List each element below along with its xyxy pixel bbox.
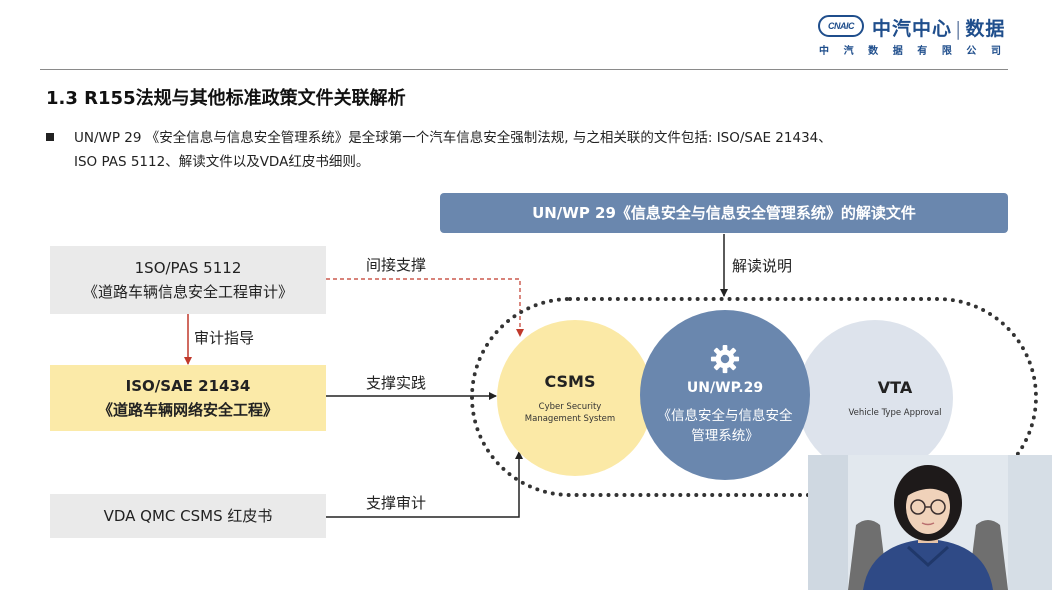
indirect-support-label: 间接支撑 xyxy=(366,256,427,274)
sae-box-line-1: ISO/SAE 21434 xyxy=(125,377,251,395)
brand-sub-char: 有 xyxy=(917,46,928,57)
brand-name-main: 中汽中心 xyxy=(872,18,953,40)
indirect-support-arrow xyxy=(326,278,524,337)
un-wp29-line-1: 《信息安全与信息安全 xyxy=(657,408,793,424)
header-divider xyxy=(40,69,1008,70)
brand-name-suffix: 数据 xyxy=(965,18,1006,40)
support-practice-label: 支撑实践 xyxy=(366,374,427,392)
pas-box-line-2: 《道路车辆信息安全工程审计》 xyxy=(82,283,293,301)
intro-paragraph: UN/WP 29 《安全信息与信息安全管理系统》是全球第一个汽车信息安全强制法规… xyxy=(74,126,1004,174)
intro-line-2: ISO PAS 5112、解读文件以及VDA红皮书细则。 xyxy=(74,154,370,170)
vta-content: VTA Vehicle Type Approval xyxy=(848,378,941,419)
support-audit-label: 支撑审计 xyxy=(366,494,427,512)
brand-logo-badge: CNAIC xyxy=(818,15,864,37)
brand-sub-char: 司 xyxy=(990,46,1001,57)
brand-sub-char: 限 xyxy=(941,46,952,57)
presenter-image xyxy=(808,455,1052,590)
csms-subtitle-line-1: Cyber Security xyxy=(538,401,602,412)
intro-line-1: UN/WP 29 《安全信息与信息安全管理系统》是全球第一个汽车信息安全强制法规… xyxy=(74,130,832,146)
regulation-group-ring xyxy=(470,297,1038,497)
vta-title: VTA xyxy=(877,377,913,397)
un-wp29-line-2: 管理系统》 xyxy=(691,428,759,444)
un-wp29-description: 《信息安全与信息安全 管理系统》 xyxy=(658,406,793,446)
brand-sub-char: 数 xyxy=(868,46,879,57)
brand-sub-char: 公 xyxy=(966,46,977,57)
audit-guidance-label: 审计指导 xyxy=(194,329,255,347)
iso-pas-5112-box: 1SO/PAS 5112 《道路车辆信息安全工程审计》 xyxy=(50,246,326,314)
un-wp29-title: UN/WP.29 xyxy=(686,380,764,396)
brand-sub-char: 据 xyxy=(892,46,903,57)
csms-circle: CSMS Cyber Security Management System xyxy=(497,320,653,476)
csms-subtitle-line-2: Management System xyxy=(524,413,616,424)
brand-sub-char: 汽 xyxy=(843,46,854,57)
iso-sae-21434-box: ISO/SAE 21434 《道路车辆网络安全工程》 xyxy=(50,365,326,431)
brand-name: 中汽中心|数据 xyxy=(872,14,1005,41)
presenter-video-feed[interactable] xyxy=(808,455,1052,590)
csms-content: CSMS Cyber Security Management System xyxy=(525,372,615,425)
vta-circle: VTA Vehicle Type Approval xyxy=(797,320,953,476)
bullet-square-icon xyxy=(46,133,54,141)
brand-subtitle: 中 汽 数 据 有 限 公 司 xyxy=(819,42,1001,57)
interpretation-document-box: UN/WP 29《信息安全与信息安全管理系统》的解读文件 xyxy=(440,193,1008,233)
vda-red-book-box: VDA QMC CSMS 红皮书 xyxy=(50,494,326,538)
pas-box-line-1: 1SO/PAS 5112 xyxy=(134,259,242,277)
brand-separator: | xyxy=(955,18,963,40)
brand-sub-char: 中 xyxy=(819,46,829,57)
csms-subtitle: Cyber Security Management System xyxy=(525,401,615,425)
interpretation-label: 解读说明 xyxy=(732,257,793,275)
gear-icon xyxy=(710,344,740,374)
un-wp29-circle: UN/WP.29 《信息安全与信息安全 管理系统》 xyxy=(640,310,810,480)
csms-title: CSMS xyxy=(544,371,596,391)
sae-box-line-2: 《道路车辆网络安全工程》 xyxy=(97,401,278,419)
page-title: 1.3 R155法规与其他标准政策文件关联解析 xyxy=(46,88,406,109)
vta-subtitle: Vehicle Type Approval xyxy=(848,407,942,418)
